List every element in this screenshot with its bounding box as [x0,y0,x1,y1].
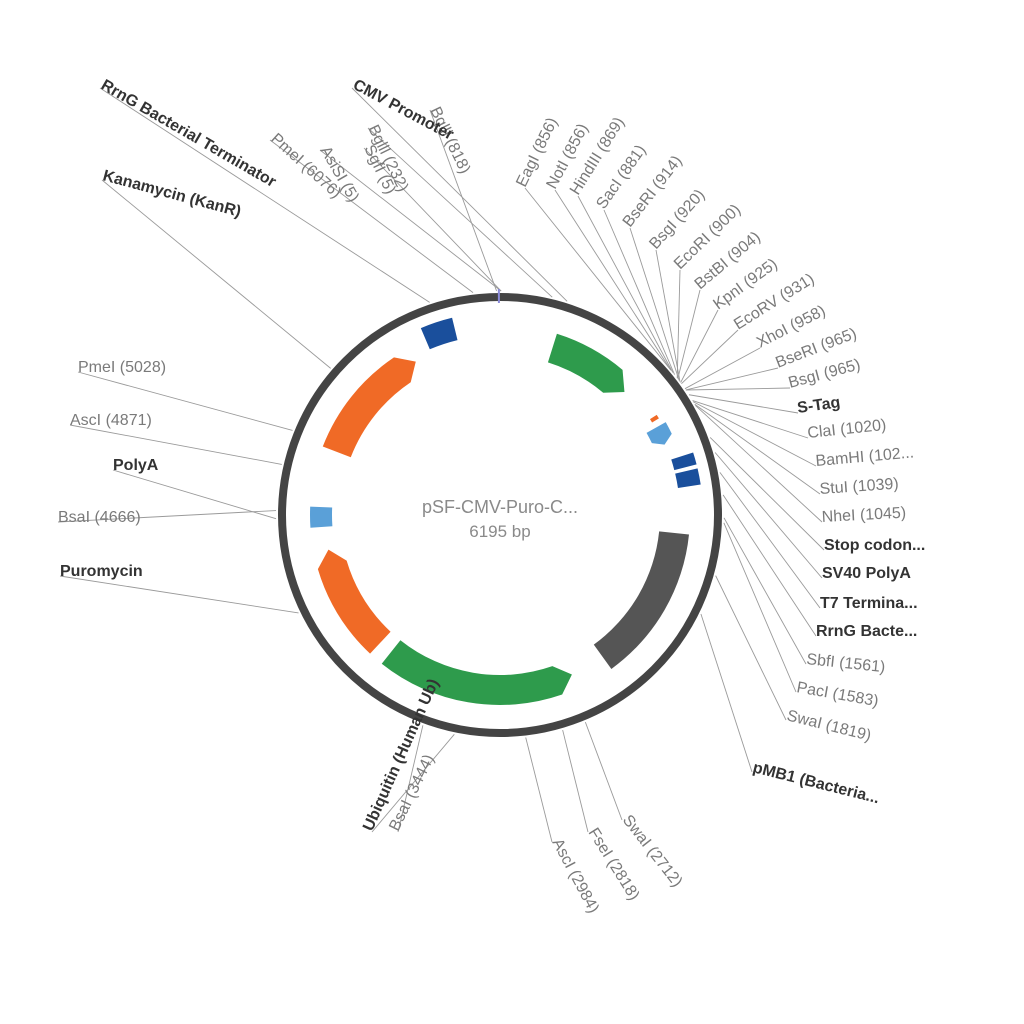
restriction-site-label: StuI (1039) [819,476,899,498]
leader-line [525,737,553,843]
leader-line [700,613,753,773]
plasmid-size: 6195 bp [469,522,530,541]
leader-line [99,87,430,303]
leader-line [112,469,277,520]
leader-line [603,209,675,375]
feature-label: pMB1 (Bacteria... [751,759,881,807]
leader-line [719,472,821,609]
leader-line [685,367,779,391]
leader-line [554,189,672,371]
restriction-site-label: SbfI (1561) [806,651,886,676]
feature-arcs [310,288,701,705]
feature-arc-kanr [322,357,416,458]
restriction-site-label: ClaI (1020) [807,417,887,442]
leader-line [351,87,568,302]
feature-label: PolyA [113,457,159,474]
leader-line [676,269,681,379]
leader-line [680,309,719,383]
leader-line [723,517,807,665]
leader-line [684,347,761,390]
feature-label: S-Tag [796,394,841,417]
leader-line [693,401,817,467]
feature-arc-rrng-term [420,317,458,350]
restriction-site-label: NheI (1045) [821,505,906,526]
leader-line [319,149,502,292]
leader-lines [57,87,825,843]
leader-line [371,734,455,833]
feature-arc-stag [646,422,672,445]
feature-label: SV40 PolyA [822,565,911,582]
leader-line [688,394,799,414]
plasmid-name: pSF-CMV-Puro-C... [422,497,578,517]
leader-line [429,109,498,292]
feature-arc-s-tag-mark [649,414,659,423]
leader-line [695,405,823,523]
feature-arc-puromycin [317,549,391,654]
feature-arc-pmb1 [593,531,689,669]
plasmid-backbone-circle [278,293,722,737]
feature-label: T7 Termina... [820,595,918,612]
leader-line [655,249,681,382]
leader-line [714,452,823,579]
restriction-site-label: PacI (1583) [795,679,879,710]
feature-arc-ubiquitin [381,640,572,705]
leader-line [524,187,672,371]
leader-line [685,387,791,391]
restriction-site-label: BsaI (4666) [58,509,141,526]
feature-label: Stop codon... [824,537,925,554]
leader-line [363,147,502,292]
leader-line [367,127,553,298]
feature-label: Puromycin [60,563,143,580]
leader-line [715,575,787,721]
feature-label: Kanamycin (KanR) [101,167,243,220]
restriction-site-label: AscI (4871) [70,412,152,429]
leader-line [692,400,809,439]
leader-line [57,510,277,523]
leader-line [722,494,817,637]
leader-line [584,721,623,821]
feature-arc-t7 [675,468,701,488]
leader-line [709,437,825,551]
feature-arc-sv40 [671,452,697,471]
restriction-site-label: SwaI (1819) [785,707,873,744]
restriction-site-label: PmeI (5028) [78,359,166,376]
leader-line [677,289,701,379]
leader-line [562,729,589,833]
feature-label: RrnG Bacte... [816,623,917,640]
leader-line [59,575,299,614]
feature-arc-cmv [547,333,625,393]
leader-line [577,195,674,373]
leader-line [269,139,474,293]
feature-arc-polya [310,506,333,528]
leader-line [101,179,331,369]
restriction-site-label: BamHI (102... [815,444,915,470]
leader-line [629,227,680,381]
leader-line [69,424,282,465]
leader-line [77,371,293,431]
leader-line [681,329,739,384]
leader-line [723,522,797,693]
leader-line [694,403,821,495]
leader-line [397,725,424,833]
